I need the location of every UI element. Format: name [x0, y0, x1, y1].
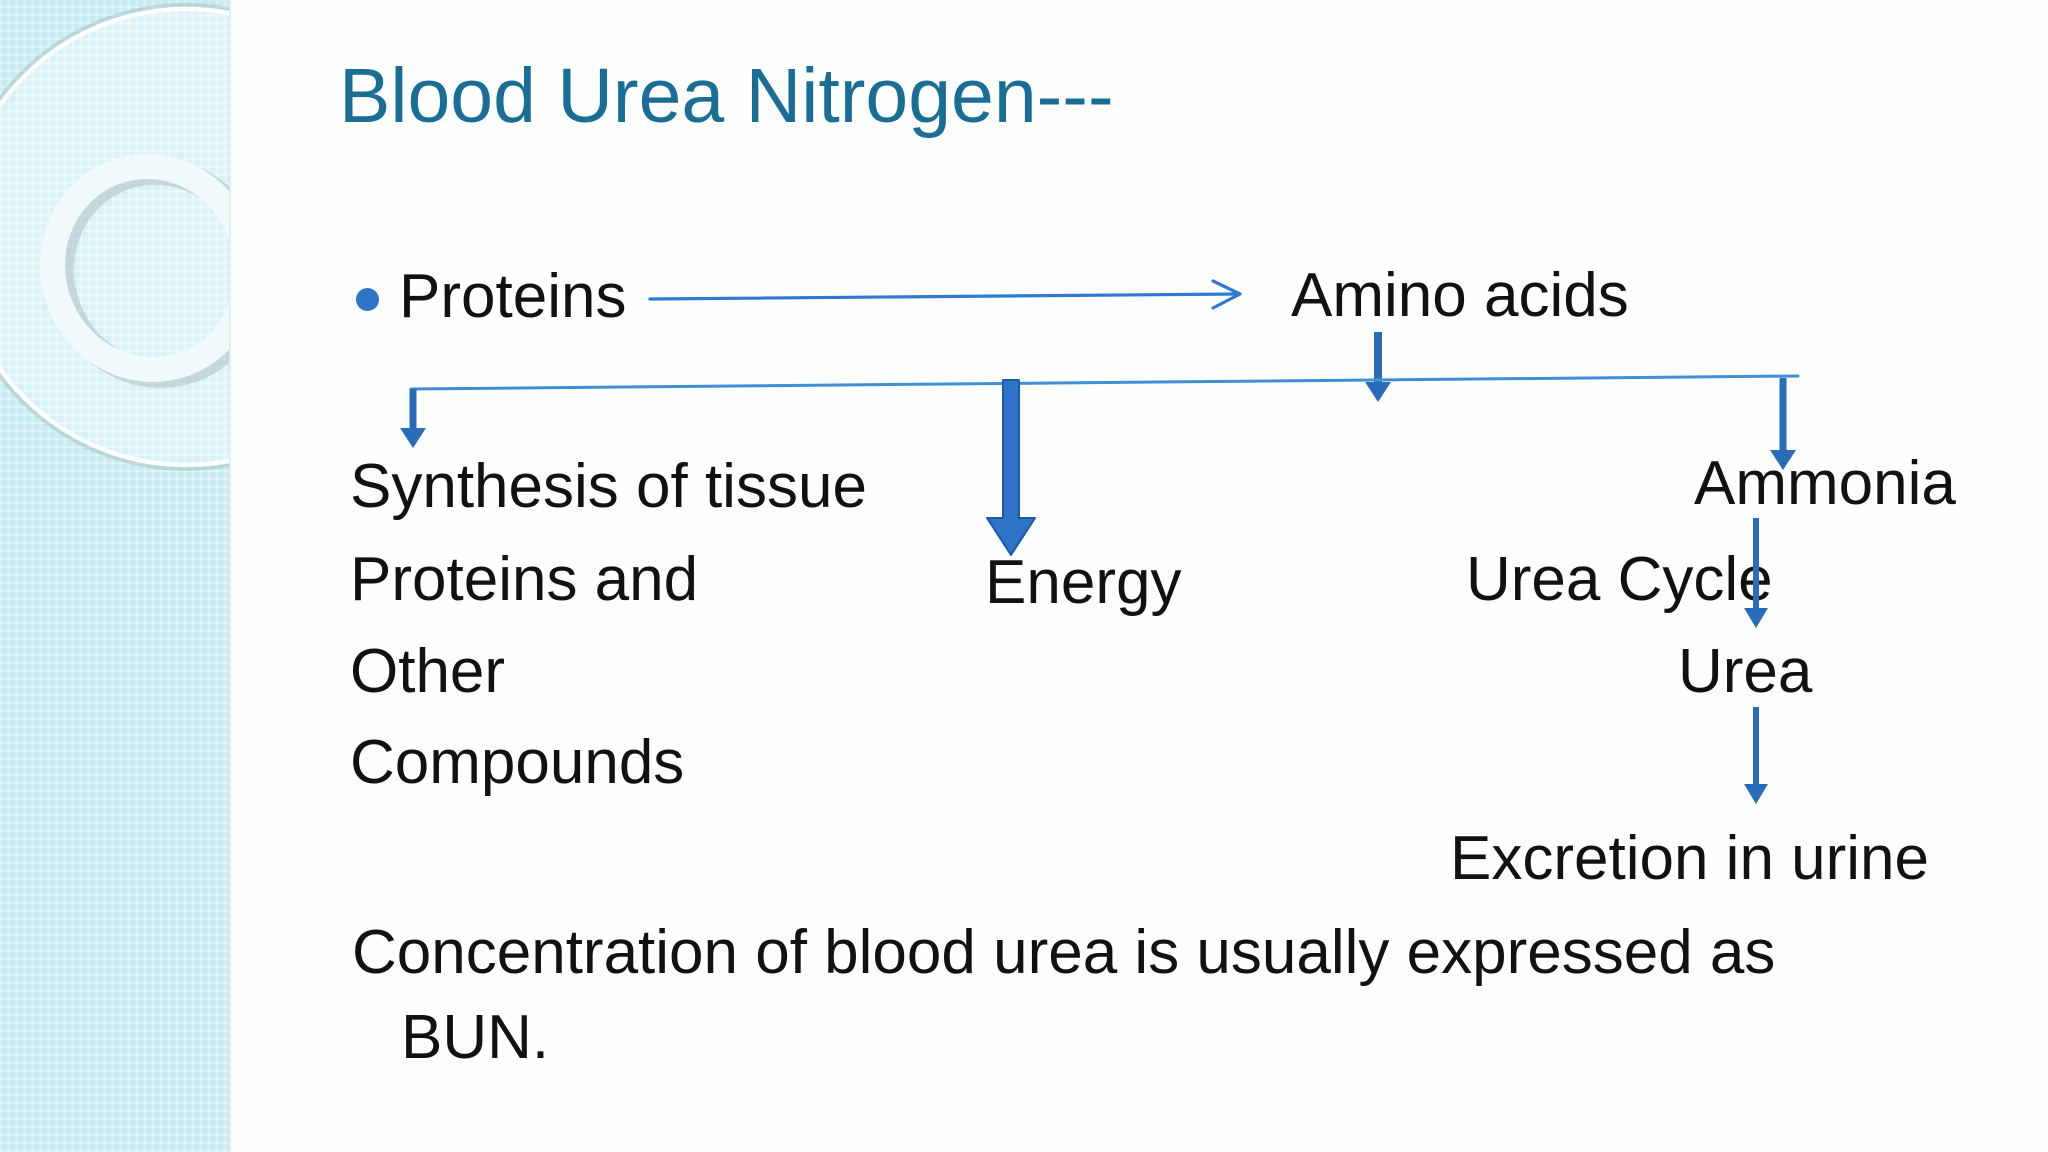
node-synthesis-line1: Synthesis of tissue	[350, 452, 867, 521]
node-amino-acids: Amino acids	[1291, 261, 1629, 330]
thin-ring	[0, 6, 229, 468]
footer-text-line1: Concentration of blood urea is usually e…	[352, 918, 1776, 987]
thick-ring	[40, 153, 229, 383]
thick-ring-group	[40, 153, 229, 388]
node-excretion-in-urine: Excretion in urine	[1450, 824, 1930, 893]
node-ammonia: Ammonia	[1694, 449, 1956, 518]
arrow-urea-to-excretion	[1744, 707, 1768, 804]
node-urea: Urea	[1678, 637, 1813, 706]
page-title: Blood Urea Nitrogen---	[339, 53, 1114, 139]
arrow-proteins-to-amino-acids	[648, 279, 1242, 310]
node-urea-cycle: Urea Cycle	[1466, 545, 1773, 614]
footer-text-line2: BUN.	[401, 1003, 550, 1072]
arrow-branch-to-energy	[986, 379, 1036, 556]
sidebar-rings-graphic	[0, 3, 229, 471]
arrow-amino-acids-down	[1365, 332, 1391, 402]
node-synthesis-line2: Proteins and	[350, 545, 699, 614]
node-energy: Energy	[985, 548, 1182, 617]
sidebar-decoration	[0, 0, 229, 1152]
node-synthesis-line3: Other	[350, 637, 506, 706]
bullet-icon	[356, 288, 379, 311]
branch-connector-line	[409, 374, 1800, 391]
node-synthesis-line4: Compounds	[350, 728, 685, 797]
arrow-branch-to-synthesis	[400, 389, 426, 448]
node-proteins: Proteins	[399, 262, 627, 331]
